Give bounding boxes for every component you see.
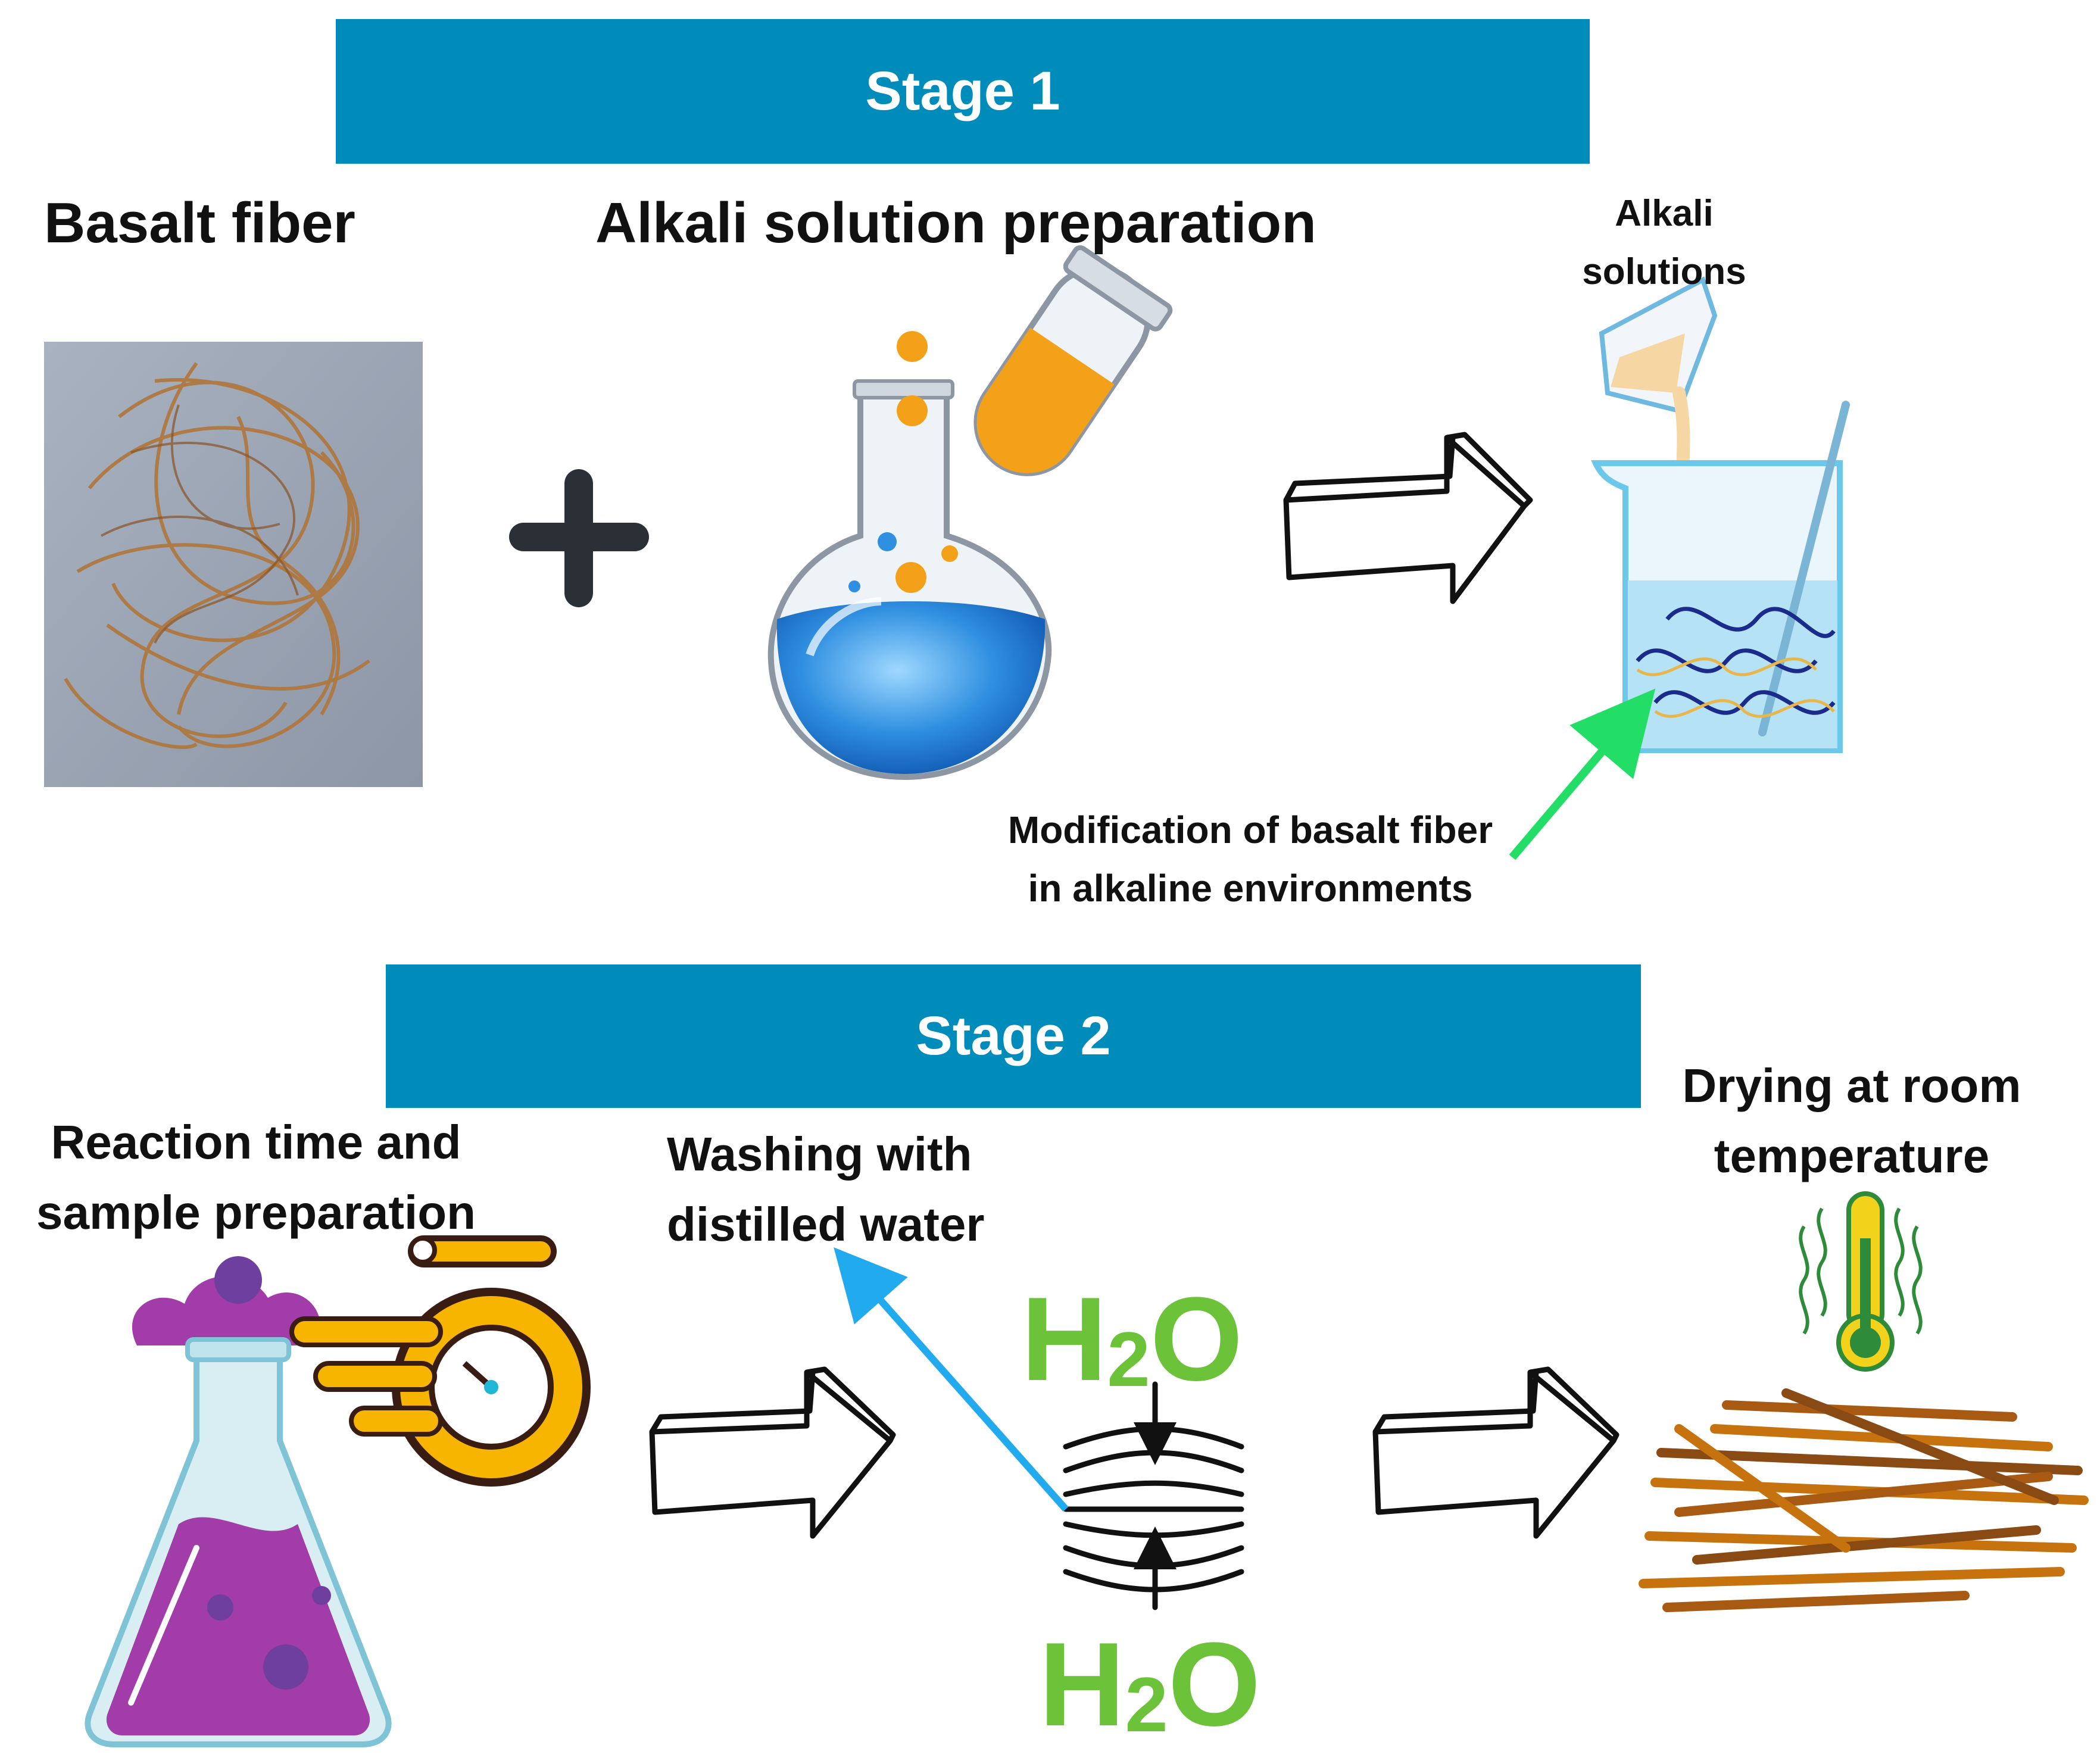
hand-drawn-arrow-icon bbox=[1372, 1366, 1619, 1539]
stage1-banner: Stage 1 bbox=[336, 19, 1590, 164]
alkali-prep-label: Alkali solution preparation bbox=[595, 191, 1316, 255]
water-layers-icon bbox=[1063, 1381, 1244, 1610]
h2o-bottom-subscript: 2 bbox=[1125, 1661, 1168, 1748]
plus-icon bbox=[509, 469, 649, 607]
h2o-bottom-label: H2O bbox=[1039, 1625, 1260, 1744]
test-tube-icon bbox=[973, 245, 1173, 476]
h2o-bottom-o: O bbox=[1168, 1618, 1261, 1751]
hand-drawn-arrow-icon bbox=[649, 1366, 896, 1539]
beaker-icon bbox=[1591, 276, 1850, 753]
washing-arrow bbox=[834, 1247, 1069, 1512]
reaction-label: Reaction time and sample preparation bbox=[6, 1107, 506, 1248]
dried-fibers-icon bbox=[1639, 1388, 2089, 1612]
washing-label: Washing with distilled water bbox=[667, 1119, 1036, 1260]
drying-line1: Drying at room bbox=[1682, 1059, 2021, 1112]
reaction-line1: Reaction time and bbox=[51, 1116, 461, 1169]
drying-line2: temperature bbox=[1714, 1129, 1990, 1182]
alkali-solutions-line2: solutions bbox=[1582, 251, 1746, 292]
alkali-solutions-label: Alkali solutions bbox=[1560, 185, 1768, 301]
h2o-top-label: H2O bbox=[1021, 1280, 1243, 1399]
hand-drawn-arrow-icon bbox=[1283, 432, 1533, 604]
h2o-top-subscript: 2 bbox=[1107, 1316, 1150, 1403]
drying-label: Drying at room temperature bbox=[1643, 1051, 2060, 1191]
reaction-line2: sample preparation bbox=[36, 1186, 476, 1239]
basalt-fiber-label: Basalt fiber bbox=[44, 191, 355, 255]
h2o-top-o: O bbox=[1150, 1273, 1243, 1406]
basalt-fiber-photo bbox=[44, 342, 423, 787]
flask-icon bbox=[767, 331, 1052, 780]
erlenmeyer-flask-icon bbox=[85, 1256, 392, 1747]
stage2-banner: Stage 2 bbox=[386, 964, 1641, 1108]
modification-line2: in alkaline environments bbox=[1028, 867, 1473, 910]
stopwatch-icon bbox=[289, 1235, 591, 1487]
h2o-bottom-h: H bbox=[1039, 1618, 1125, 1751]
thermometer-icon bbox=[1799, 1191, 1923, 1372]
alkali-solutions-line1: Alkali bbox=[1615, 193, 1714, 234]
modification-label: Modification of basalt fiber in alkaline… bbox=[953, 801, 1548, 917]
modification-arrow bbox=[1509, 688, 1656, 860]
washing-line2: distilled water bbox=[667, 1198, 985, 1251]
modification-line1: Modification of basalt fiber bbox=[1007, 808, 1493, 851]
h2o-top-h: H bbox=[1021, 1273, 1107, 1406]
washing-line1: Washing with bbox=[667, 1128, 972, 1181]
